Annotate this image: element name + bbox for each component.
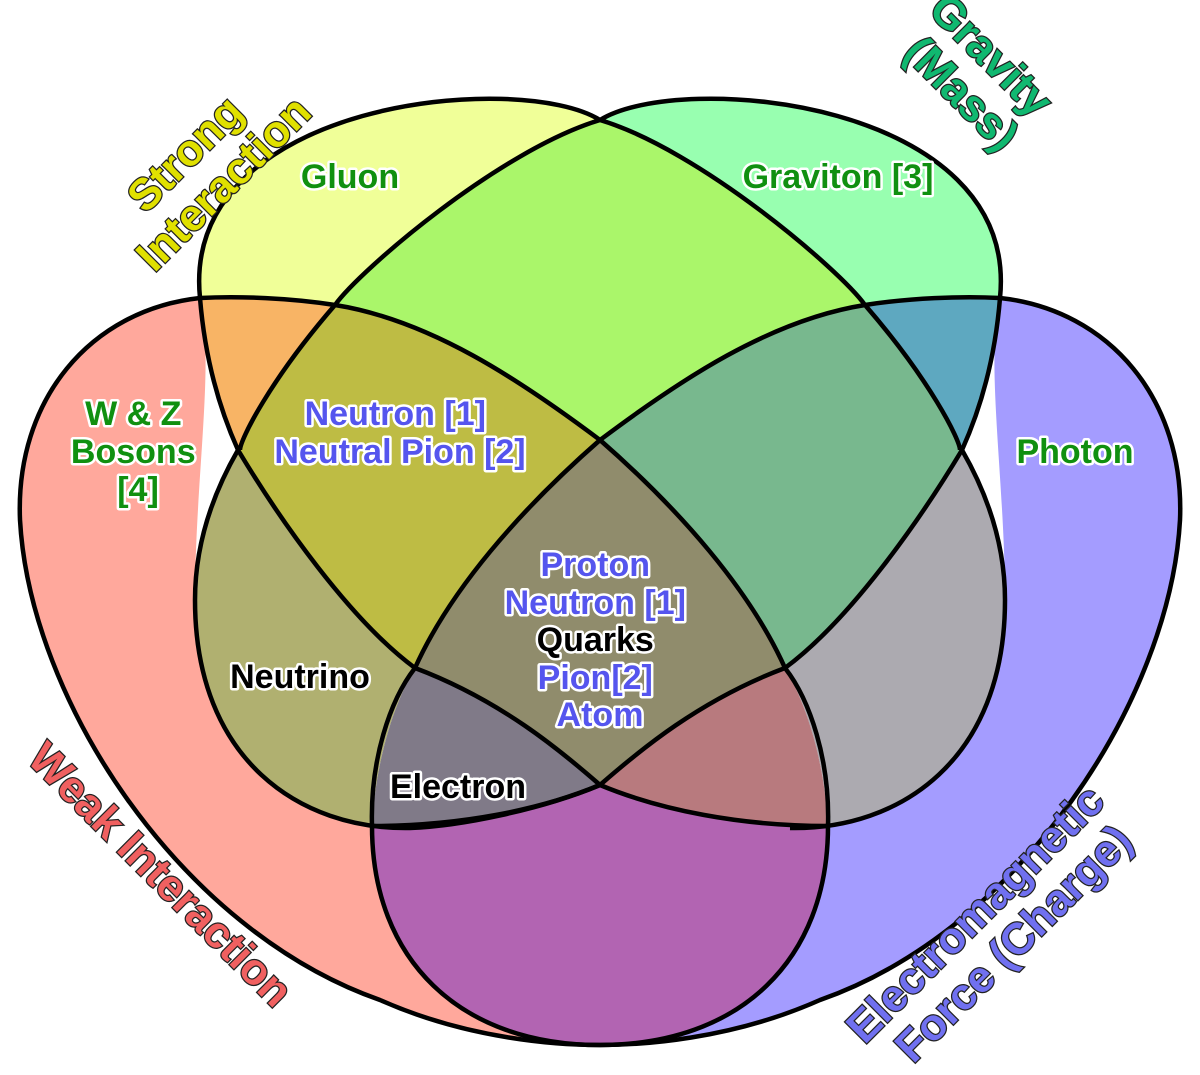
weak-set-outline xyxy=(17,295,831,1048)
gravity-inner-outline xyxy=(789,448,1008,831)
center-line: Atom xyxy=(557,696,644,734)
weak-em-region xyxy=(372,785,828,1045)
center-line: Quarks xyxy=(537,621,654,659)
neutron-neutral-pion-label: Neutron [1] Neutral Pion [2] xyxy=(274,395,525,471)
set-outlines xyxy=(17,96,1183,1048)
gravity-set-outline xyxy=(237,96,1003,451)
em-set-outline xyxy=(369,295,1183,1048)
strong-inner-outline xyxy=(192,448,601,831)
center-line: Neutron [1] xyxy=(505,584,686,622)
strong-set-outline xyxy=(197,96,963,451)
weak-strong-em-region xyxy=(195,450,415,826)
strong-set-fill xyxy=(199,98,600,305)
gravity-weak-em-region xyxy=(785,450,1005,826)
gravity-weak-em-low-region xyxy=(600,668,828,826)
graviton-label: Graviton [3] xyxy=(743,158,934,196)
center-particles-label: Proton Neutron [1] Quarks Pion[2] Atom xyxy=(505,546,696,734)
gluon-label: Gluon xyxy=(301,158,399,196)
gravity-set-fill xyxy=(600,98,1001,305)
all-four-region xyxy=(415,440,785,785)
photon-label: Photon xyxy=(1016,433,1133,471)
center-line: Pion[2] xyxy=(538,659,653,697)
weak-strong-em-low-region xyxy=(372,668,600,826)
electron-label: Electron xyxy=(390,768,526,806)
neutrino-label: Neutrino xyxy=(230,658,370,696)
gravity-title: Gravity (Mass) xyxy=(886,0,1070,169)
strong-gravity-region xyxy=(335,120,865,440)
wz-bosons-label: W & Z Bosons [4] xyxy=(71,395,205,509)
particle-labels: Gluon Graviton [3] W & Z Bosons [4] Phot… xyxy=(68,156,1136,809)
center-line: Proton xyxy=(541,546,651,584)
weak-strong-region xyxy=(200,296,335,450)
gravity-em-region xyxy=(865,296,1000,450)
